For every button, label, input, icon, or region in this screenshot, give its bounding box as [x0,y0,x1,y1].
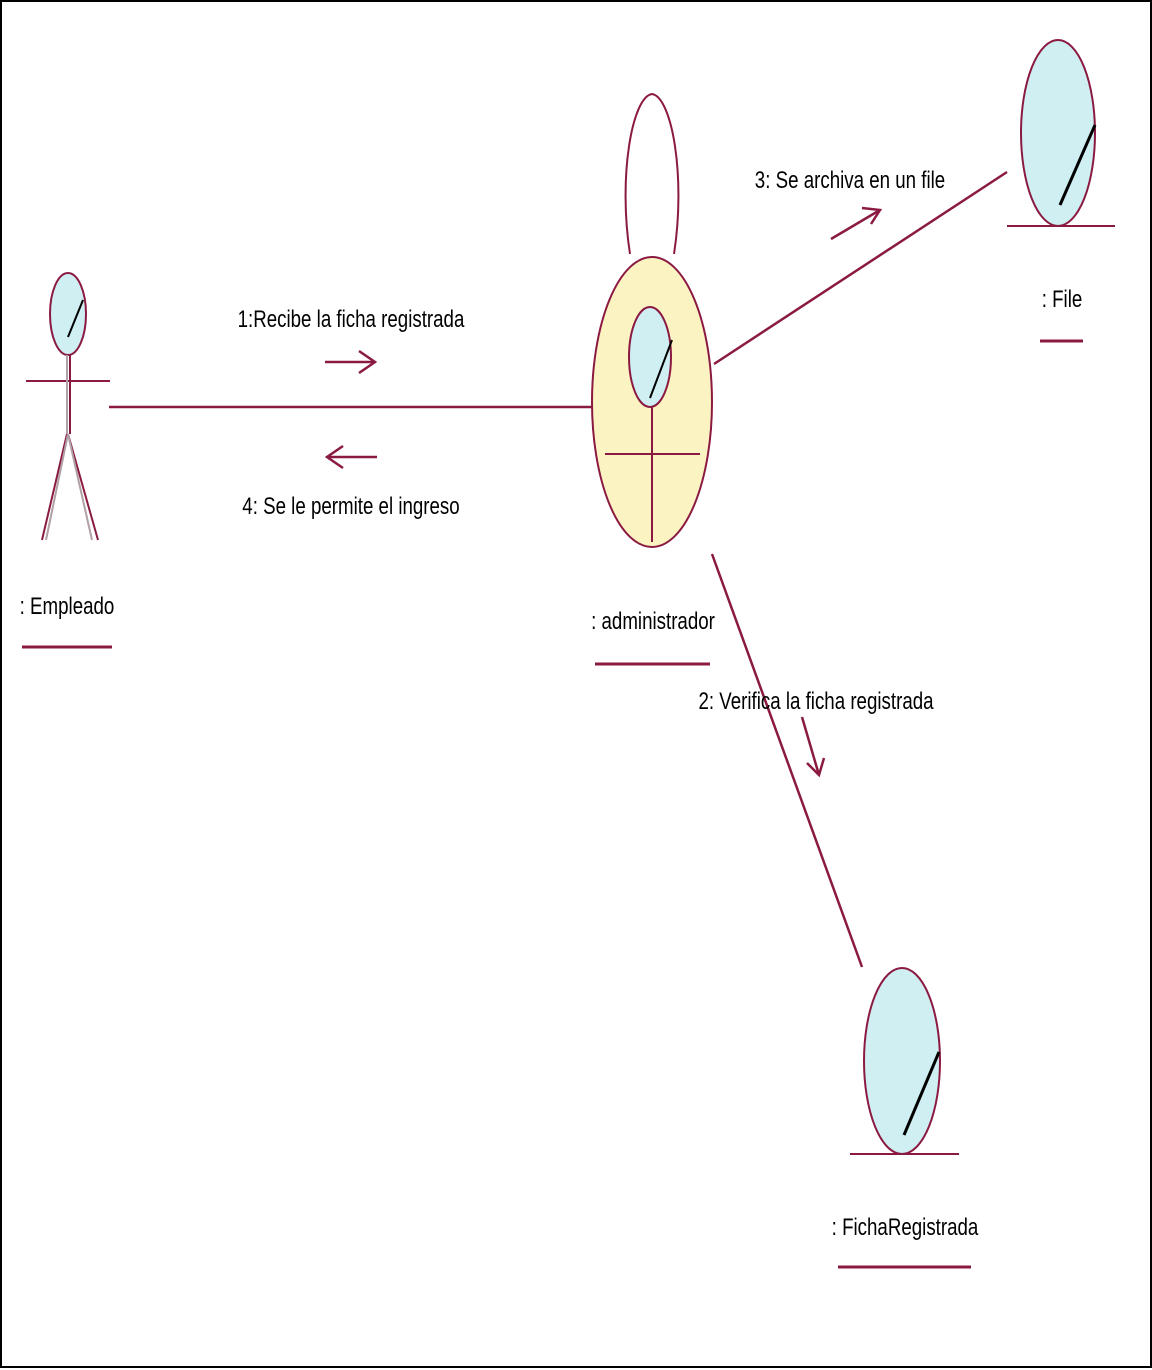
control-administrador[interactable] [591,92,713,548]
label-file: : File [1042,286,1083,313]
control-head [628,306,672,408]
message-3-arrow [830,206,883,241]
entity-circle [1020,39,1096,227]
actor-leg-left [41,433,68,541]
link-administrador-file [713,170,1008,366]
message-labels: 1:Recibe la ficha registrada 4: Se le pe… [238,167,946,715]
message-4-arrow [324,444,377,470]
control-loop [624,92,680,255]
entity-slash [67,299,84,338]
actor-head [49,272,87,356]
label-empleado: : Empleado [20,593,115,620]
entity-slash [902,1051,941,1136]
label-ficharegistrada: : FichaRegistrada [832,1214,979,1241]
message-2-arrow [800,716,826,778]
link-administrador-ficha [710,553,864,968]
links [109,170,1008,968]
message-1-arrow [325,349,378,375]
message-1-label: 1:Recibe la ficha registrada [238,306,465,333]
message-2-label: 2: Verifica la ficha registrada [698,688,933,715]
actor-empleado[interactable] [26,272,110,541]
message-4-label: 4: Se le permite el ingreso [242,493,459,520]
entity-file[interactable] [1007,39,1115,227]
entity-slash [649,339,673,399]
entity-ficharegistrada[interactable] [850,967,959,1155]
message-arrows [324,206,883,778]
label-administrador: : administrador [591,608,715,635]
message-3-label: 3: Se archiva en un file [755,167,945,194]
entity-slash [1058,124,1097,206]
object-labels: : Empleado : administrador : File : Fich… [20,286,1083,1269]
entity-circle [863,967,941,1155]
